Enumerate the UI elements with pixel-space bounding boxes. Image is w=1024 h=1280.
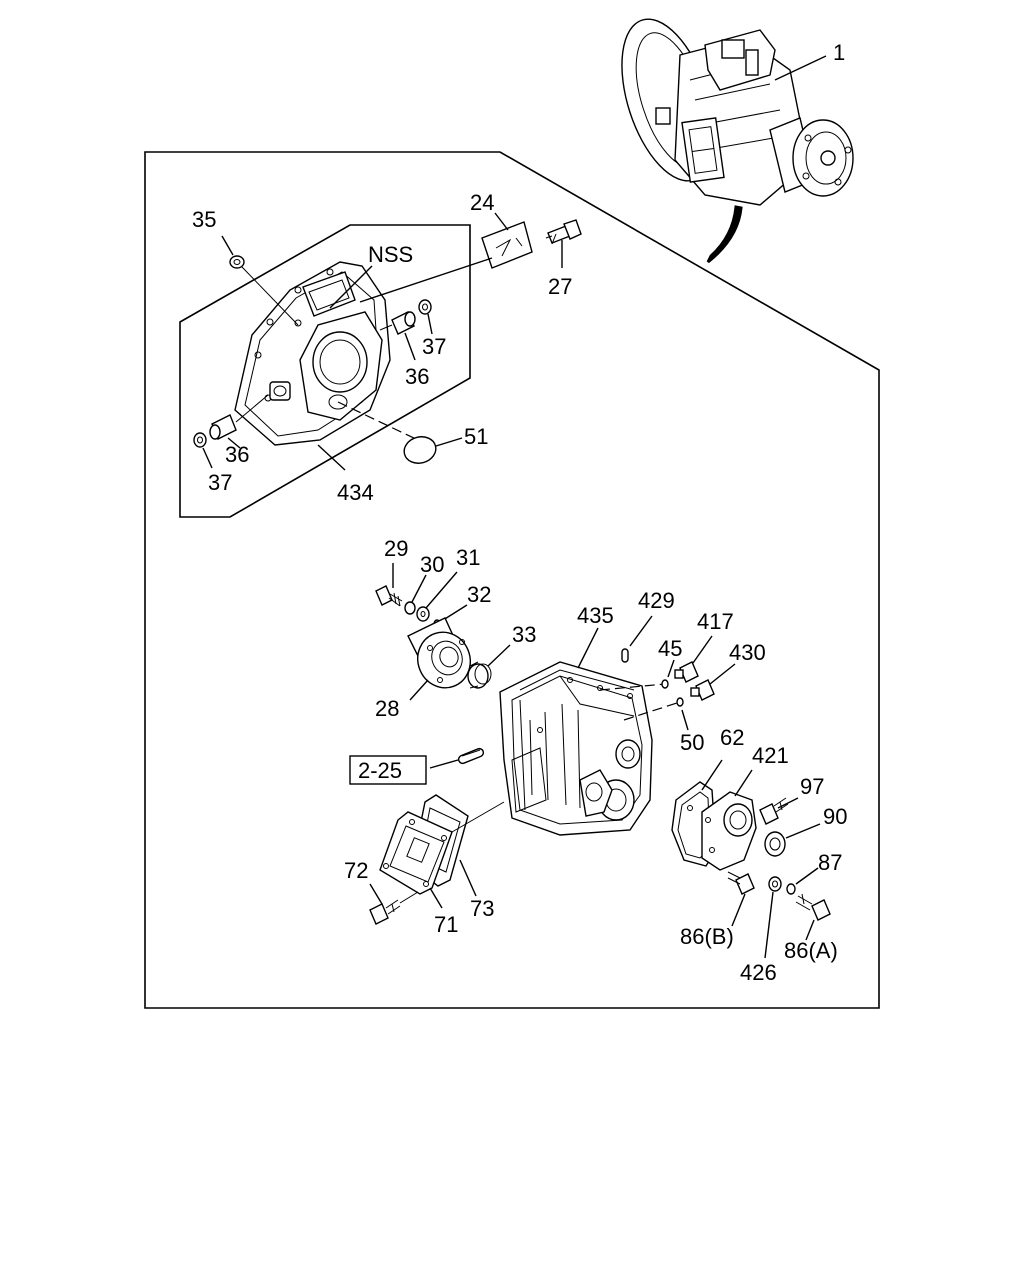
transmission-assembly-drawing [621,18,854,206]
part-35-nut [221,235,245,269]
side-cover-group [369,794,505,925]
label-part-71: 71 [434,912,458,937]
label-part-417: 417 [697,609,734,634]
part-417-plug [674,635,713,683]
label-ref-2-25: 2-25 [358,758,402,783]
part-37-36-upper [379,299,433,361]
transmission-case-drawing [499,627,681,836]
label-part-430: 430 [729,640,766,665]
label-part-97: 97 [800,774,824,799]
label-part-28: 28 [375,696,399,721]
clutch-housing-subframe [179,224,471,518]
part-50-ring [676,697,689,731]
label-part-73: 73 [470,896,494,921]
part-430-plug [690,663,736,701]
pointer-arrow [706,205,743,264]
diagram-frame [144,151,880,1009]
label-part-30: 30 [420,552,444,577]
part-24-plate [359,212,533,303]
label-part-421: 421 [752,743,789,768]
label-nss: NSS [368,242,413,267]
front-bearing-retainer-group [375,563,511,701]
part-45-ring [661,659,675,689]
label-part-51: 51 [464,424,488,449]
label-part-90: 90 [823,804,847,829]
label-part-1: 1 [833,40,845,65]
label-part-434: 434 [337,480,374,505]
label-part-86a: 86(A) [784,938,838,963]
ref-box [349,755,427,785]
part-429-pin [621,615,653,663]
label-part-86b: 86(B) [680,924,734,949]
rear-cover-group [671,759,831,959]
label-part-37-upper: 37 [422,334,446,359]
part-27-bolt [545,219,582,268]
label-part-31: 31 [456,545,480,570]
part-36-37-lower [193,394,269,469]
label-part-429: 429 [638,588,675,613]
label-part-426: 426 [740,960,777,985]
label-part-27: 27 [548,274,572,299]
part-51-plug [403,436,463,464]
label-part-45: 45 [658,636,682,661]
label-part-33: 33 [512,622,536,647]
label-part-62: 62 [720,725,744,750]
label-part-36-upper: 36 [405,364,429,389]
clutch-housing-drawing [234,261,419,471]
label-part-50: 50 [680,730,704,755]
label-part-36-lower: 36 [225,442,249,467]
label-part-32: 32 [467,582,491,607]
label-part-37-lower: 37 [208,470,232,495]
label-part-29: 29 [384,536,408,561]
label-part-24: 24 [470,190,494,215]
ref-2-25-dowel [429,747,485,769]
label-part-35: 35 [192,207,216,232]
label-part-435: 435 [577,603,614,628]
label-part-87: 87 [818,850,842,875]
label-part-72: 72 [344,858,368,883]
